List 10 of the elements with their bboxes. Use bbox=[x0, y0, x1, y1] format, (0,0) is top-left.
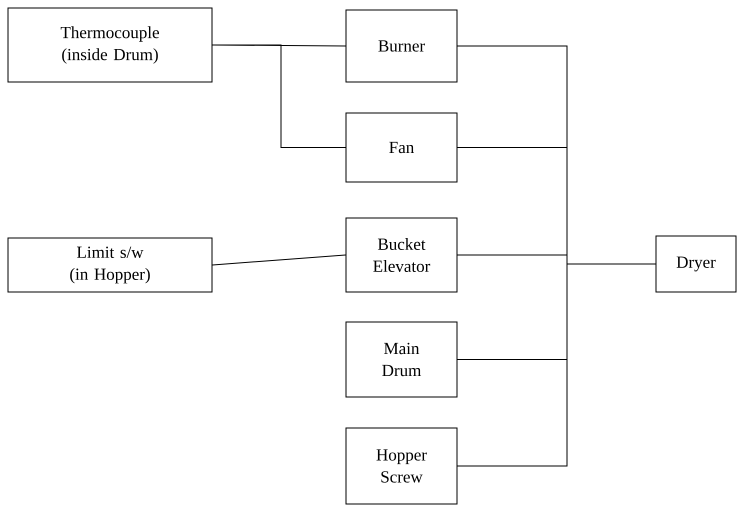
connector-line bbox=[212, 44, 346, 148]
block-box: Fan bbox=[346, 112, 458, 182]
block-box: Bucket Elevator bbox=[346, 218, 458, 292]
block-box: Limit s/w (in Hopper) bbox=[8, 238, 212, 292]
block-box: Main Drum bbox=[346, 322, 458, 398]
connector-line bbox=[212, 254, 346, 266]
block-box: Dryer bbox=[656, 236, 736, 292]
block-box: Burner bbox=[346, 10, 458, 82]
block-box: Thermocouple (inside Drum) bbox=[8, 8, 212, 82]
block-box: Hopper Screw bbox=[346, 428, 458, 504]
